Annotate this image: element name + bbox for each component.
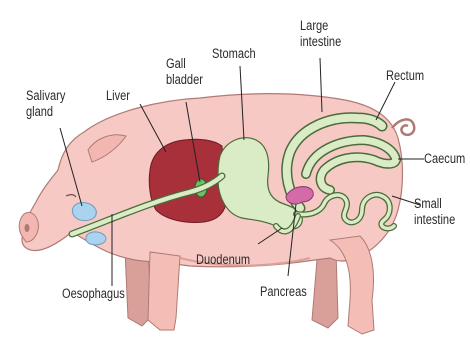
nostril [25, 224, 30, 232]
label-gall-bladder: Gall bladder [166, 56, 203, 88]
salivary-gland-upper [72, 203, 96, 221]
label-salivary-gland: Salivary gland [26, 88, 65, 120]
label-pancreas: Pancreas [260, 284, 307, 300]
salivary-gland-lower [86, 232, 106, 245]
label-duodenum: Duodenum [196, 252, 250, 268]
label-rectum: Rectum [386, 68, 424, 84]
label-stomach: Stomach [212, 46, 256, 62]
label-liver: Liver [106, 88, 130, 104]
label-small-intestine: Small intestine [414, 196, 455, 228]
label-large-intestine: Large intestine [300, 18, 341, 50]
label-oesophagus: Oesophagus [62, 286, 125, 302]
label-caecum: Caecum [424, 151, 465, 167]
near-front-leg [148, 252, 180, 330]
leader-rectum [376, 82, 395, 120]
